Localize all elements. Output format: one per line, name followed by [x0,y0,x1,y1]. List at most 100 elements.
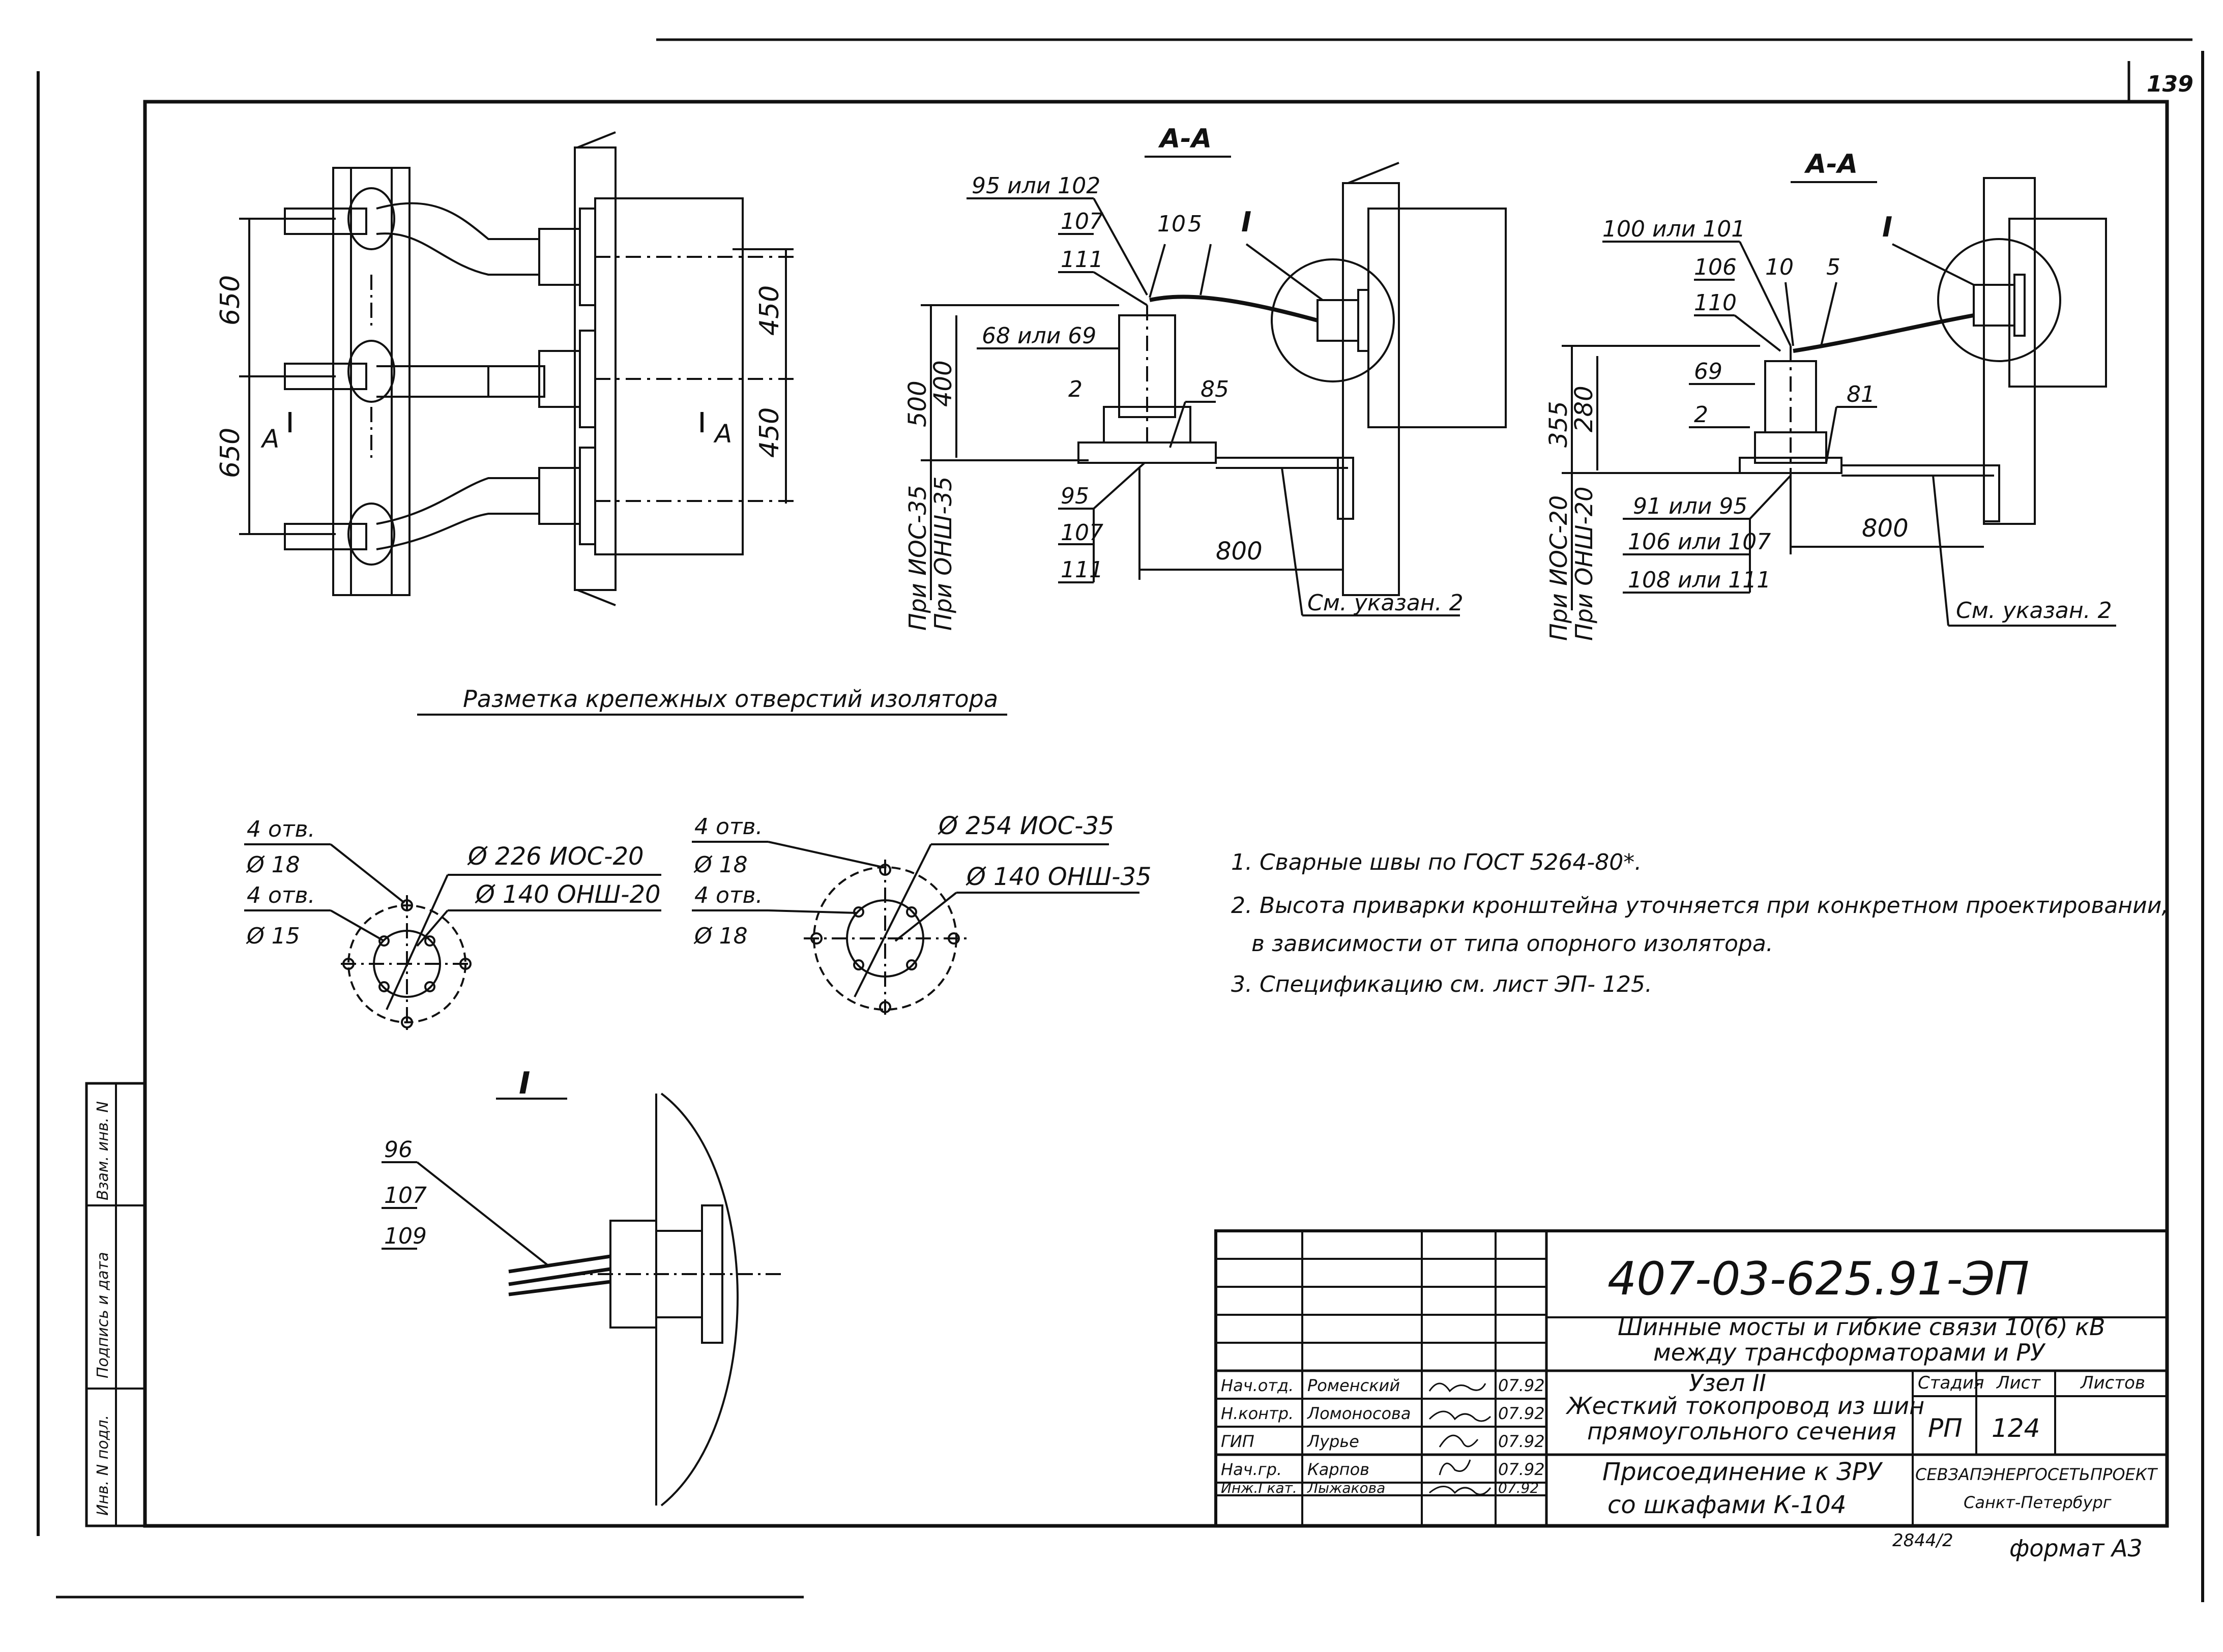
detail-title: I [519,1066,530,1101]
holes-left-c: 4 отв. [247,882,315,908]
signature [1428,1410,1491,1422]
sheet-value: 124 [1992,1413,2040,1443]
v2-callout-8: 2 [1068,376,1083,402]
strip-label-1: Взам. инв. N [94,1101,112,1200]
header-sheet: Лист [1996,1373,2041,1393]
section-view-1: А-А [903,124,1507,631]
project-line-1: Шинные мосты и гибкие связи 10(6) кВ [1618,1313,2105,1341]
signature [1439,1459,1471,1476]
detail-callout-3: 109 [384,1223,427,1249]
detail-callout-1: 96 [384,1137,413,1163]
dim-650-top: 650 [215,275,246,326]
holes-right-c: 4 отв. [694,882,763,908]
desc-line-1: Жесткий токопровод из шин [1565,1392,1924,1420]
v2-callout-2: 107 [1061,209,1103,234]
v3-dim-355: 355 [1544,401,1573,448]
staff-rows: Нач.отд. Роменский 07.92 Н.контр. Ломоно… [1221,1376,1545,1496]
holes-left-d: Ø 15 [246,923,300,949]
v3-dim-280: 280 [1570,386,1598,432]
v3-callout-2: 106 [1694,254,1737,280]
v3-callout-11: 106 или 107 [1628,529,1771,555]
org-city: Санкт-Петербург [1964,1493,2112,1512]
marking-title: Разметка крепежных отверстий изолятора [463,685,998,713]
stage-value: РП [1928,1413,1963,1443]
v2-callout-11: 107 [1061,520,1103,546]
hole-pattern-left: 4 отв. Ø 18 4 отв. Ø 15 Ø 226 ИОС-20 Ø 1… [244,816,661,1032]
v2-callout-3: 10 [1157,211,1186,237]
staff-role: Н.контр. [1221,1404,1294,1423]
v3-callout-6: 110 [1694,290,1737,316]
v3-side-1: При ИОС-20 [1545,495,1572,641]
v2-dim-500: 500 [903,380,932,427]
staff-name: Роменский [1307,1376,1400,1395]
page-number-box: 139 [2127,61,2193,102]
holes-left-b: Ø 18 [246,852,300,878]
header-stage: Стадия [1918,1373,1984,1393]
v3-callout-1: 100 или 101 [1602,216,1745,242]
note-2: 2. Высота приварки кронштейна уточняется… [1231,893,2169,919]
staff-role: Нач.гр. [1221,1460,1282,1479]
holes-right-b: Ø 18 [693,852,748,878]
v2-side-1: При ИОС-35 [904,485,931,631]
v3-callout-9: 81 [1847,381,1875,407]
v2-callout-4: 5 [1188,211,1202,237]
v2-callout-7: 68 или 69 [982,323,1096,349]
dim-450-bottom: 450 [754,407,785,458]
v2-callout-5: I [1241,206,1251,238]
v3-callout-12: 108 или 111 [1628,567,1771,593]
v2-callout-12: 111 [1061,557,1103,583]
staff-name: Лыжакова [1307,1480,1385,1496]
notes: 1. Сварные швы по ГОСТ 5264-80*. 2. Высо… [1231,849,2169,997]
strip-label-2: Подпись и дата [94,1252,112,1379]
strip-label-3: Инв. N подл. [94,1415,112,1516]
staff-name: Ломоносова [1307,1404,1411,1423]
section-mark-left: A [260,424,279,454]
binding-strip: Взам. инв. N Подпись и дата Инв. N подл. [85,1082,147,1527]
v3-callout-10: 91 или 95 [1633,493,1747,519]
v2-dim-800: 800 [1216,537,1263,566]
v3-callout-8: 2 [1694,402,1708,428]
v3-side-2: При ОНШ-20 [1570,487,1598,641]
signature [1439,1434,1479,1448]
staff-date: 07.92 [1498,1376,1545,1395]
staff-role: Инж.I кат. [1221,1480,1297,1496]
format-label: формат А3 [2009,1535,2143,1562]
dim-650-bottom: 650 [215,428,246,478]
node-name: Узел II [1689,1369,1766,1397]
holes-right-f: Ø 140 ОНШ-35 [966,863,1152,891]
section-mark-right: A [713,419,732,449]
archive-number: 2844/2 [1892,1530,1953,1551]
staff-role: ГИП [1221,1432,1254,1451]
holes-right-d: Ø 18 [693,923,748,949]
staff-date: 07.92 [1498,1432,1545,1451]
v2-callout-10: 95 [1061,483,1089,509]
holes-left-f: Ø 140 ОНШ-20 [475,880,661,909]
v2-callout-9: 85 [1201,376,1229,402]
signature [1429,1486,1491,1495]
holes-right-a: 4 отв. [694,814,763,840]
view3-title: А-А [1804,149,1858,180]
view2-title: А-А [1158,124,1212,154]
v2-note-ref: См. указан. 2 [1307,590,1464,616]
note-2-cont: в зависимости от типа опорного изолятора… [1251,931,1773,957]
front-view: 650 650 450 450 A A [215,131,794,606]
staff-date: 07.92 [1498,1480,1539,1496]
sheet-frame [143,100,2169,1528]
dim-450-top: 450 [754,285,785,336]
page-number: 139 [2147,71,2193,97]
v2-dim-400: 400 [929,360,957,407]
v2-callout-1: 95 или 102 [972,173,1100,199]
desc-line-2: прямоугольного сечения [1587,1418,1896,1445]
staff-date: 07.92 [1498,1404,1545,1423]
v3-dim-800: 800 [1862,514,1909,543]
project-line-2: между трансформаторами и РУ [1653,1339,2046,1366]
section-view-2: А-А [1544,149,2116,641]
note-3: 3. Спецификацию см. лист ЭП- 125. [1231,971,1652,997]
v3-callout-4: 5 [1826,254,1840,280]
hole-pattern-right: 4 отв. Ø 18 4 отв. Ø 18 Ø 254 ИОС-35 Ø 1… [692,812,1152,1017]
holes-left-e: Ø 226 ИОС-20 [467,842,644,871]
v3-callout-7: 69 [1694,359,1722,385]
holes-left-a: 4 отв. [247,816,315,842]
title-block: 407-03-625.91-ЭП Шинные мосты и гибкие с… [1214,1229,2169,1562]
